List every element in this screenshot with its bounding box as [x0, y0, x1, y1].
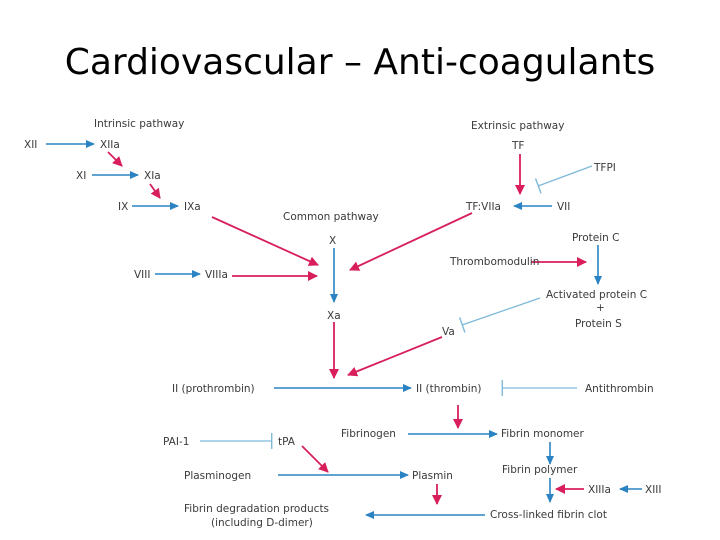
label-tf-viia: TF:VIIa [465, 201, 501, 213]
label-xi: XI [76, 170, 86, 182]
label-x: X [329, 235, 336, 247]
arrow-xia-to-ixa [149, 183, 161, 199]
label-thrombomodulin: Thrombomodulin [449, 256, 539, 268]
label-ix: IX [118, 201, 128, 213]
label-antithrombin: Antithrombin [585, 383, 654, 395]
arrows [46, 140, 642, 519]
label-viii: VIII [134, 269, 150, 281]
label-ixa: IXa [184, 201, 201, 213]
arrow-va-to-prothrombin-conversion [347, 336, 443, 377]
label-plus: + [596, 302, 605, 314]
label-fdp-line2: (including D-dimer) [211, 517, 313, 529]
label-fdp-line1: Fibrin degradation products [184, 503, 329, 515]
label-tfpi: TFPI [593, 162, 616, 174]
label-tf: TF [511, 140, 524, 152]
label-viiia: VIIIa [205, 269, 228, 281]
inhibit-apc-on-va [459, 297, 541, 333]
arrow-xiia-to-xia [107, 151, 123, 167]
label-fibrin-polymer: Fibrin polymer [502, 464, 578, 476]
label-xiiia: XIIIa [588, 484, 611, 496]
label-activated-protein-c: Activated protein C [546, 289, 647, 301]
label-xiii: XIII [645, 484, 661, 496]
label-common-pathway: Common pathway [283, 211, 379, 223]
arrow-tpa-to-plasmin [301, 445, 329, 473]
label-va: Va [442, 326, 455, 338]
label-intrinsic-pathway: Intrinsic pathway [94, 118, 184, 130]
label-xiia: XIIa [100, 139, 120, 151]
label-pai1: PAI-1 [163, 436, 189, 448]
label-crosslinked-clot: Cross-linked fibrin clot [490, 509, 607, 521]
label-vii: VII [557, 201, 570, 213]
arrow-tfviia-to-x [349, 212, 473, 271]
arrow-ixa-to-x [211, 216, 319, 266]
label-plasminogen: Plasminogen [184, 470, 251, 482]
label-xia: XIa [144, 170, 161, 182]
slide-title: Cardiovascular – Anti-coagulants [64, 42, 656, 83]
label-xa: Xa [327, 310, 341, 322]
label-thrombin: II (thrombin) [416, 383, 481, 395]
labels: Intrinsic pathway Extrinsic pathway Comm… [24, 118, 661, 529]
label-xii: XII [24, 139, 37, 151]
label-fibrinogen: Fibrinogen [341, 428, 396, 440]
label-plasmin: Plasmin [412, 470, 453, 482]
label-tpa: tPA [278, 436, 296, 448]
label-protein-c: Protein C [572, 232, 619, 244]
label-extrinsic-pathway: Extrinsic pathway [471, 120, 564, 132]
label-protein-s: Protein S [575, 318, 622, 330]
label-fibrin-monomer: Fibrin monomer [501, 428, 585, 440]
label-prothrombin: II (prothrombin) [172, 383, 255, 395]
inhibit-tfpi [534, 165, 593, 194]
